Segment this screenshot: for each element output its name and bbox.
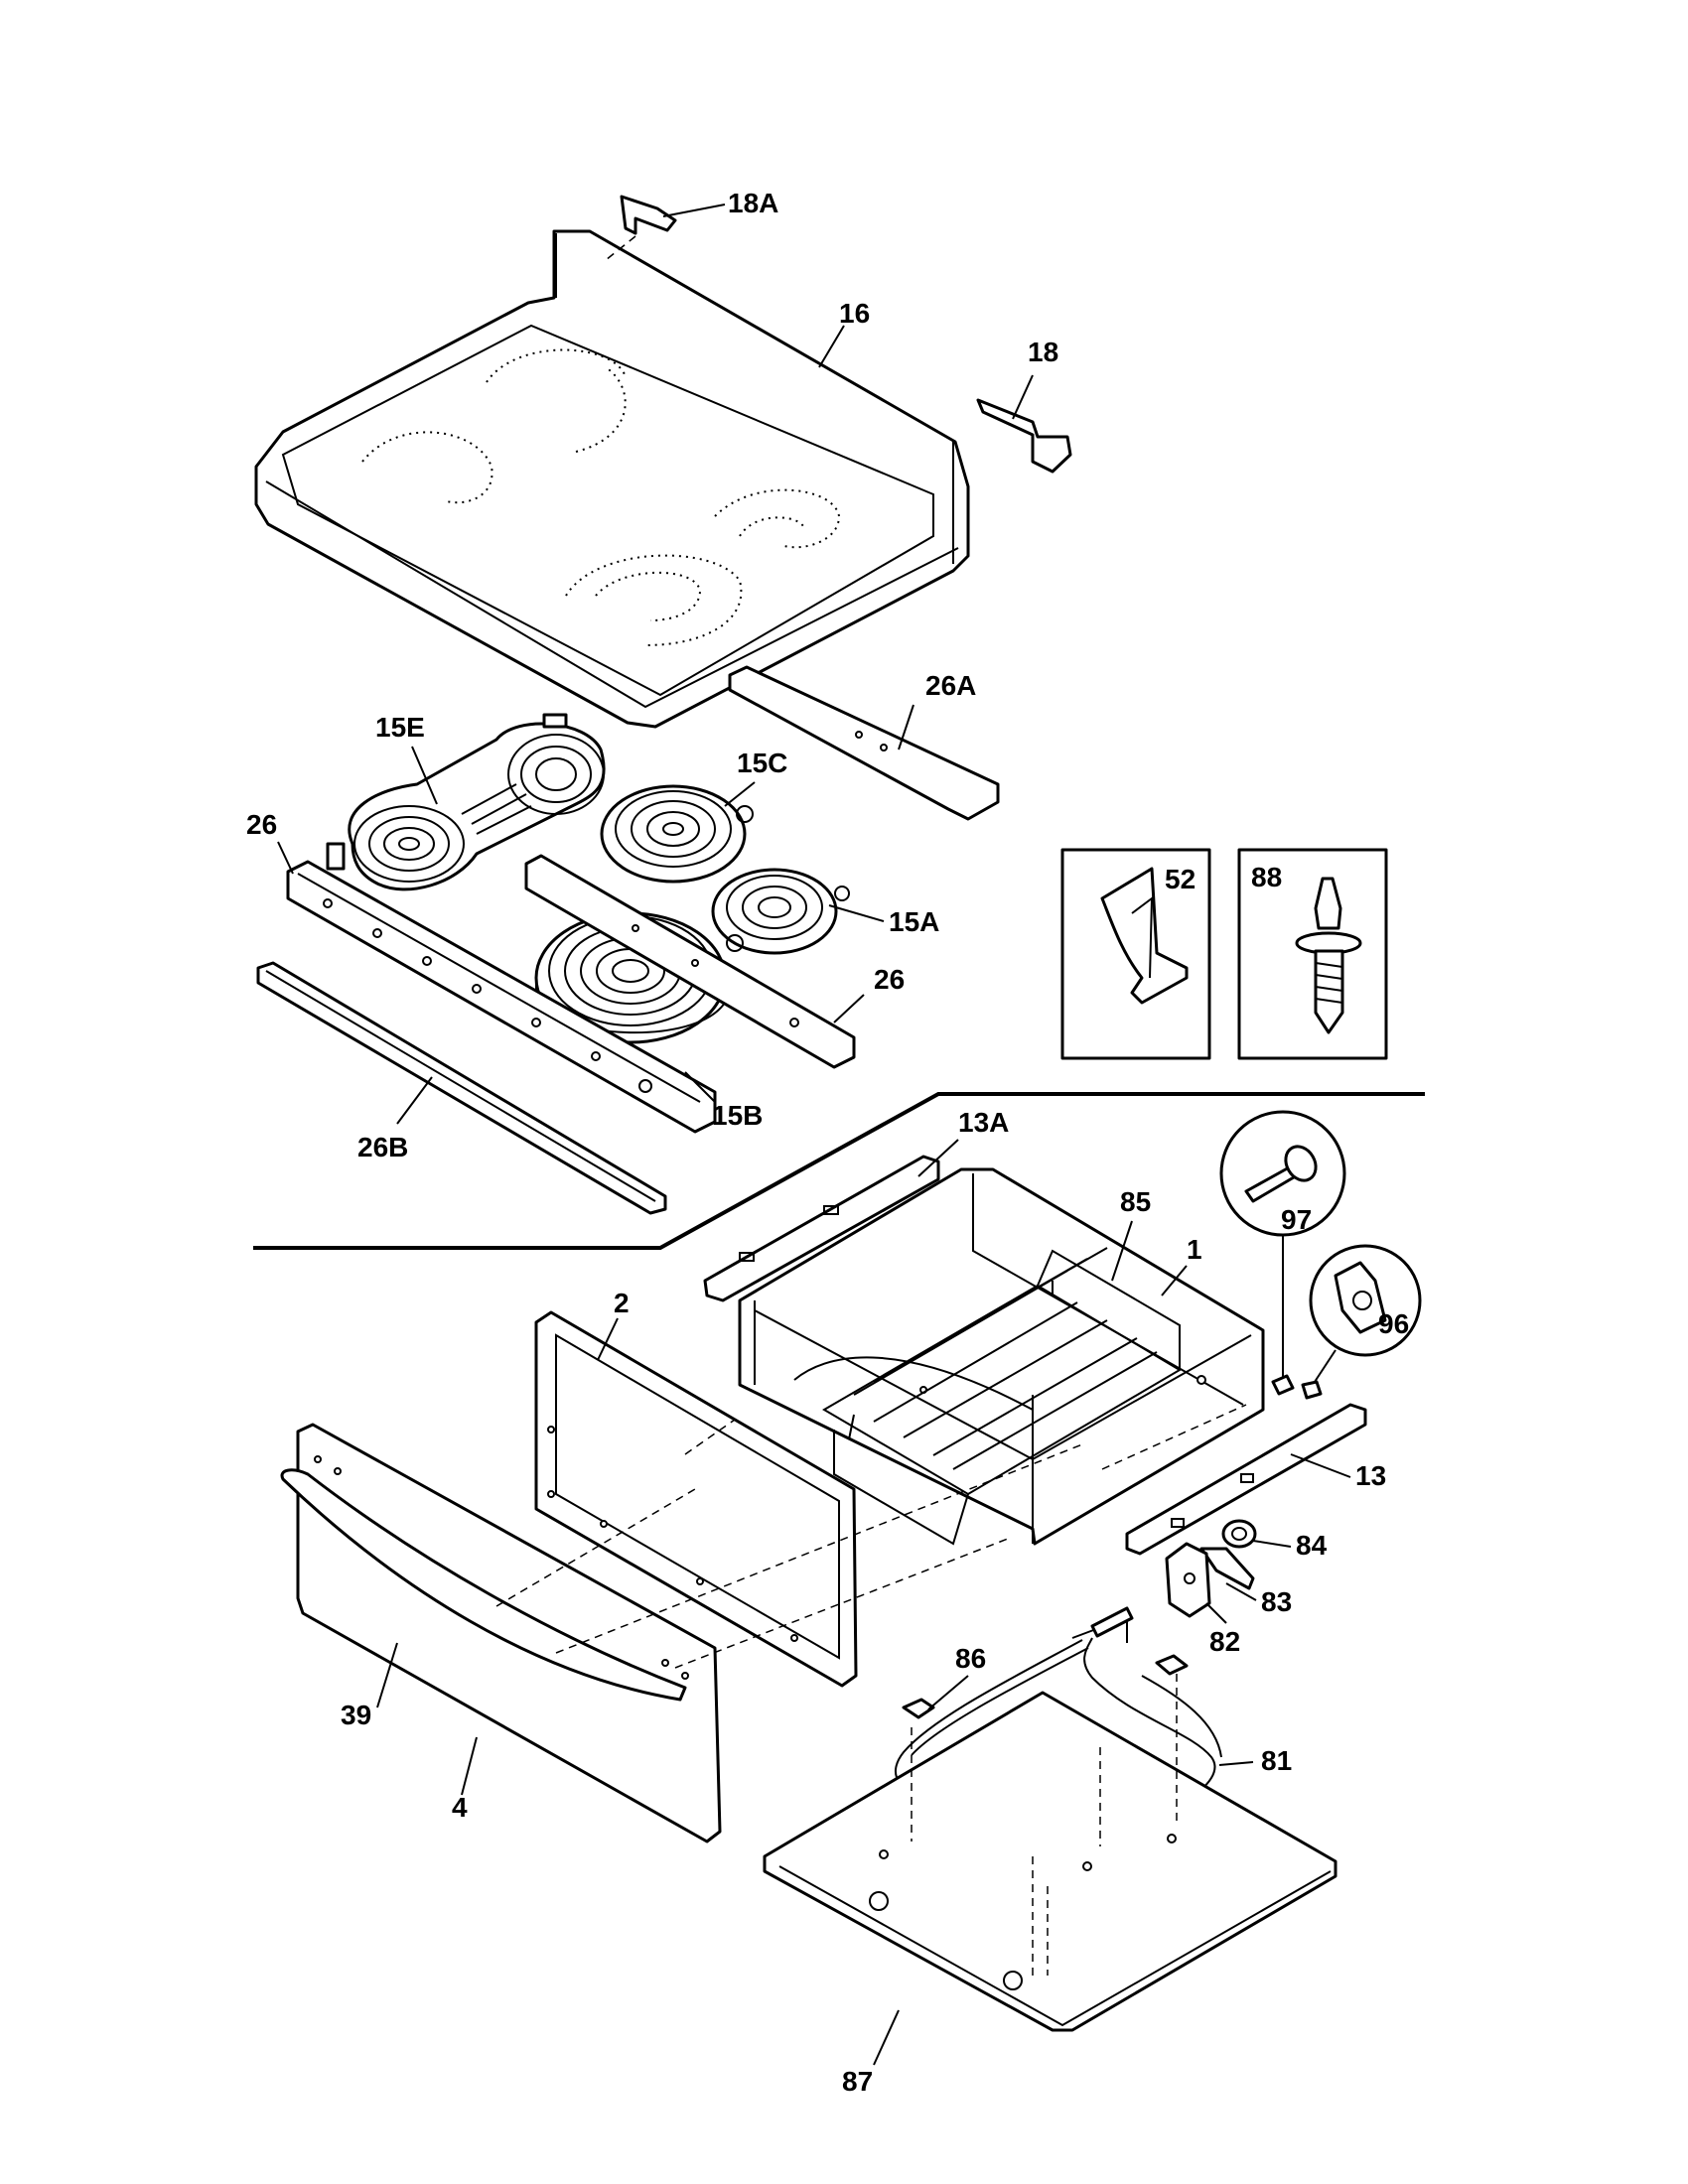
callout-15B: 15B	[712, 1100, 763, 1131]
inset-circle-96	[1309, 1244, 1422, 1357]
callout-81: 81	[1261, 1745, 1292, 1776]
callout-82: 82	[1209, 1626, 1240, 1657]
element-15A	[711, 868, 850, 955]
callout-88: 88	[1251, 862, 1282, 892]
bracket-18	[976, 398, 1072, 474]
drawer-slide-13A	[703, 1155, 940, 1302]
drawer-body	[738, 1167, 1265, 1546]
callout-13A: 13A	[958, 1107, 1009, 1138]
support-bar-26A	[728, 665, 1000, 821]
bracket-18A	[620, 195, 677, 235]
callout-18: 18	[1028, 337, 1058, 367]
callout-84: 84	[1296, 1530, 1328, 1561]
support-bracket-26-left	[286, 860, 717, 1134]
callout-15E: 15E	[375, 712, 425, 743]
callout-4: 4	[452, 1792, 468, 1823]
callout-2: 2	[614, 1288, 630, 1318]
element-15C	[600, 784, 754, 884]
bracket-82	[1165, 1542, 1211, 1618]
drawer-handle	[280, 1468, 687, 1702]
thermostat-84	[1221, 1519, 1257, 1549]
callout-52: 52	[1165, 864, 1196, 894]
cooktop-glass-top	[254, 229, 970, 729]
callout-26A: 26A	[925, 670, 976, 701]
callout-26B: 26B	[357, 1132, 408, 1162]
callout-26-left: 26	[246, 809, 277, 840]
drawer-bottom-87	[763, 1691, 1337, 2032]
callout-18A: 18A	[728, 188, 778, 218]
callout-97: 97	[1281, 1204, 1312, 1235]
inset-circle-97	[1219, 1110, 1346, 1237]
support-bracket-26-right	[524, 854, 856, 1069]
clip-86	[902, 1698, 935, 1719]
section-divider-line	[253, 1092, 1425, 1250]
inset-box-88	[1237, 848, 1388, 1060]
drawer-rack	[822, 1247, 1182, 1546]
callout-96: 96	[1378, 1308, 1409, 1339]
leader-lines	[277, 204, 1351, 2066]
callout-15C: 15C	[737, 748, 787, 778]
callout-83: 83	[1261, 1586, 1292, 1617]
callout-86: 86	[955, 1643, 986, 1674]
bridge-element-15E	[326, 713, 606, 891]
callout-1: 1	[1187, 1234, 1202, 1265]
inset-box-52	[1060, 848, 1211, 1060]
drawer-inner-panel	[534, 1310, 858, 1688]
callout-13: 13	[1355, 1460, 1386, 1491]
callout-87: 87	[842, 2066, 873, 2097]
callout-26-right: 26	[874, 964, 905, 995]
front-bar-26B	[256, 961, 667, 1215]
callout-85: 85	[1120, 1186, 1151, 1217]
callout-39: 39	[341, 1700, 371, 1730]
callout-15A: 15A	[889, 906, 939, 937]
bracket-83	[1199, 1547, 1255, 1590]
drawer-slide-13	[1125, 1403, 1367, 1556]
callout-16: 16	[839, 298, 870, 329]
